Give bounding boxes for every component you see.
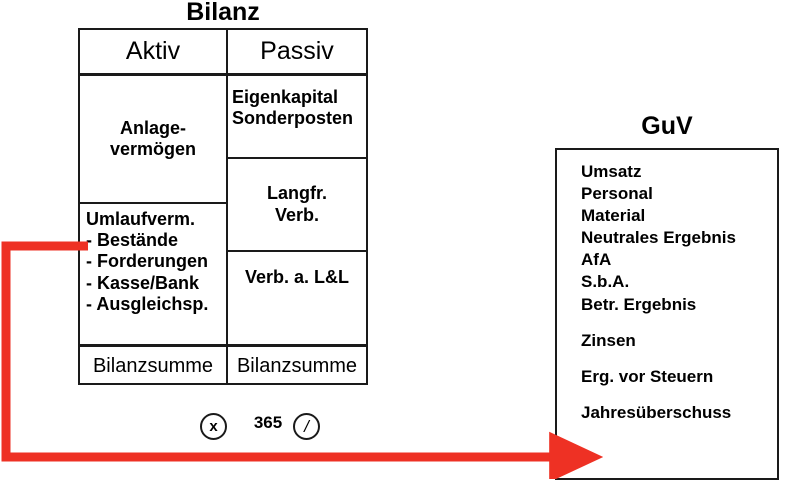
assets-row-divider xyxy=(80,202,226,204)
balance-sheet-title: Bilanz xyxy=(186,0,260,26)
spacer-3 xyxy=(581,388,775,402)
liabilities-divider-1 xyxy=(228,157,368,159)
langfr-line-1: Langfr. xyxy=(266,183,327,204)
cell-umlaufvermoegen: Umlaufverm. - Bestände - Forderungen - K… xyxy=(86,209,228,315)
table-header-aktiv: Aktiv xyxy=(125,37,181,65)
income-statement-list: Umsatz Personal Material Neutrales Ergeb… xyxy=(581,161,775,424)
multiply-operator-badge: x xyxy=(200,413,227,440)
cell-anlagevermoegen: Anlage- vermögen xyxy=(80,76,226,202)
guv-line-neutrales-ergebnis: Neutrales Ergebnis xyxy=(581,228,736,248)
umlaufverm-item-kasse-bank: - Kasse/Bank xyxy=(86,272,200,293)
cell-eigenkapital: Eigenkapital Sonderposten xyxy=(232,87,382,129)
spacer-1 xyxy=(581,316,775,330)
income-statement-title: GuV xyxy=(641,112,693,140)
income-statement-box: Umsatz Personal Material Neutrales Ergeb… xyxy=(555,148,779,480)
umlaufverm-item-forderungen: - Forderungen xyxy=(86,251,208,272)
umlaufverm-item-bestaende: - Bestände xyxy=(86,230,179,251)
divide-symbol: / xyxy=(304,417,309,436)
guv-line-personal: Personal xyxy=(581,184,653,204)
liabilities-divider-2 xyxy=(228,250,368,252)
langfr-line-2: Verb. xyxy=(274,204,320,225)
header-bottom-rule xyxy=(80,73,366,76)
cell-bilanzsumme-aktiv: Bilanzsumme xyxy=(92,354,214,377)
table-header-passiv: Passiv xyxy=(260,37,334,65)
cell-bilanzsumme-passiv: Bilanzsumme xyxy=(236,354,358,377)
divide-operator-badge: / xyxy=(293,413,320,440)
guv-line-zinsen: Zinsen xyxy=(581,330,636,350)
spacer-2 xyxy=(581,352,775,366)
multiply-symbol: x xyxy=(209,418,218,435)
guv-line-material: Material xyxy=(581,206,646,226)
guv-line-betr-ergebnis: Betr. Ergebnis xyxy=(581,294,697,314)
eigenkapital-label: Eigenkapital xyxy=(232,87,339,107)
anlage-line-2: vermögen xyxy=(109,139,197,159)
guv-line-sba: S.b.A. xyxy=(581,272,630,292)
column-divider xyxy=(226,30,228,383)
days-value: 365 xyxy=(253,413,283,432)
umlaufverm-item-ausgleichsp: - Ausgleichsp. xyxy=(86,293,209,314)
anlage-line-1: Anlage- xyxy=(119,117,186,138)
umlaufverm-title: Umlaufverm. xyxy=(86,209,196,229)
guv-line-umsatz: Umsatz xyxy=(581,162,642,181)
cell-verb-a-ll: Verb. a. L&L xyxy=(244,267,350,288)
guv-line-afa: AfA xyxy=(581,250,612,270)
guv-line-erg-vor-steuern: Erg. vor Steuern xyxy=(581,366,714,386)
balance-sheet-table: Aktiv Passiv Anlage- vermögen Umlaufverm… xyxy=(78,28,368,385)
sonderposten-label: Sonderposten xyxy=(232,108,354,129)
guv-line-jahresueberschuss: Jahresüberschuss xyxy=(581,402,732,422)
operator-row: x 365 / xyxy=(78,408,368,448)
cell-langfristige-verbindlichkeiten: Langfr. Verb. xyxy=(228,159,366,250)
